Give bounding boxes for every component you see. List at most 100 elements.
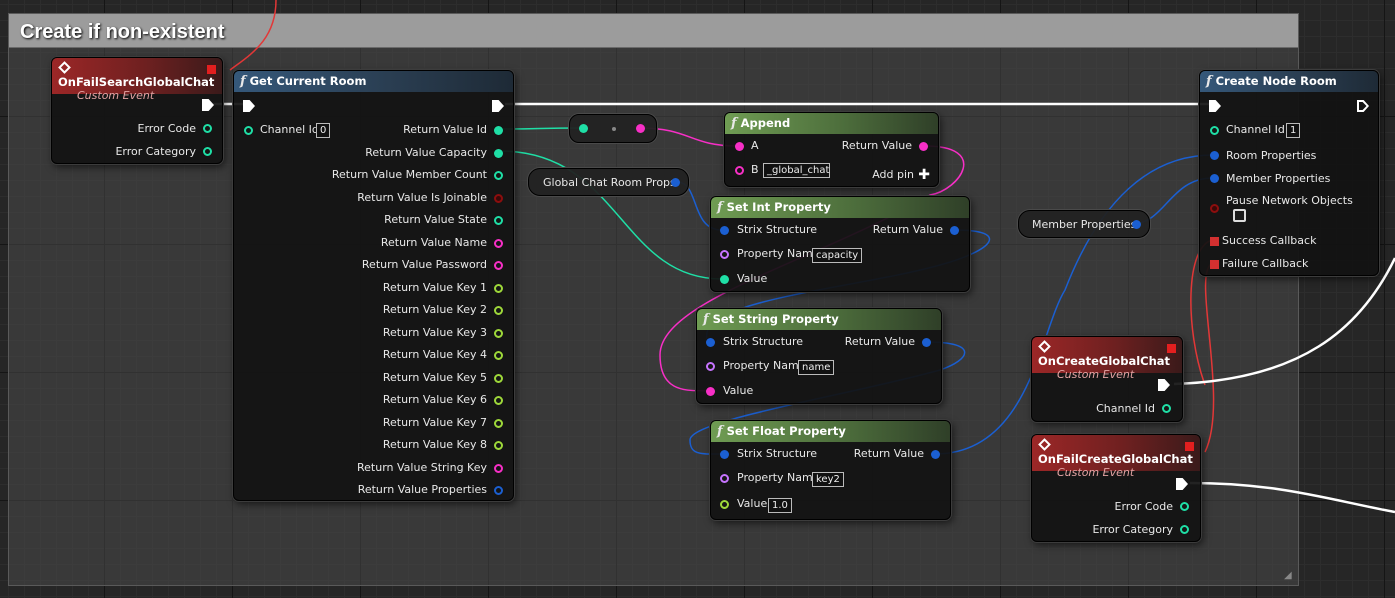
pause-network-objects-checkbox[interactable]: [1233, 209, 1246, 222]
float-value-input[interactable]: 1.0: [768, 498, 792, 513]
exec-output-pin-icon[interactable]: [1357, 100, 1369, 112]
name-pin-icon[interactable]: [720, 474, 729, 483]
add-pin-label[interactable]: Add pin: [872, 168, 914, 181]
bool-pin-icon[interactable]: [494, 193, 503, 203]
node-header: OnCreateGlobalChat Custom Event: [1032, 337, 1182, 381]
struct-pin-icon[interactable]: [1210, 174, 1219, 183]
float-pin-icon[interactable]: [494, 306, 503, 315]
property-name-input[interactable]: name: [798, 360, 835, 375]
string-pin-icon[interactable]: [735, 142, 744, 151]
struct-pin-icon[interactable]: [1132, 220, 1141, 229]
float-pin-icon[interactable]: [494, 373, 503, 383]
wire-capacity-to-setint: [499, 150, 723, 280]
struct-pin-icon[interactable]: [720, 226, 729, 235]
pin-label: Value: [737, 272, 768, 285]
integer-pin-icon[interactable]: [244, 126, 253, 135]
struct-pin-icon[interactable]: [1210, 151, 1219, 160]
pin-label: Member Properties: [1226, 172, 1331, 185]
struct-pin-icon[interactable]: [931, 450, 940, 459]
exec-output-pin-icon[interactable]: [1176, 478, 1188, 490]
property-name-input[interactable]: key2: [812, 472, 844, 487]
struct-pin-icon[interactable]: [494, 486, 503, 495]
struct-pin-icon[interactable]: [922, 338, 931, 347]
add-pin-icon[interactable]: ✚: [918, 167, 930, 183]
integer-pin-icon[interactable]: [494, 126, 503, 135]
integer-pin-icon[interactable]: [1180, 525, 1189, 534]
delegate-pin-icon[interactable]: [1210, 260, 1219, 269]
string-pin-icon[interactable]: [494, 238, 503, 248]
pin-label: Error Category: [115, 145, 196, 158]
integer-pin-icon[interactable]: [1180, 502, 1189, 511]
string-pin-icon[interactable]: [735, 166, 744, 175]
integer-pin-icon[interactable]: [203, 147, 212, 156]
integer-pin-icon[interactable]: [494, 171, 503, 180]
struct-pin-icon[interactable]: [720, 450, 729, 459]
exec-output-pin-icon[interactable]: [492, 100, 504, 112]
pin-label: Return Value State: [384, 213, 487, 226]
struct-pin-icon[interactable]: [706, 338, 715, 347]
node-on-fail-search-global-chat[interactable]: OnFailSearchGlobalChat Custom Event Erro…: [51, 57, 223, 164]
integer-pin-icon[interactable]: [720, 275, 729, 284]
pin-label: Return Value Id: [403, 123, 487, 136]
float-pin-icon[interactable]: [494, 328, 503, 338]
integer-pin-icon[interactable]: [203, 124, 212, 133]
exec-output-pin-icon[interactable]: [1158, 379, 1170, 391]
property-name-input[interactable]: capacity: [812, 248, 863, 263]
resize-handle-icon[interactable]: ◢: [1284, 570, 1292, 581]
pin-label: Strix Structure: [723, 335, 804, 348]
float-pin-icon[interactable]: [494, 351, 503, 360]
integer-pin-icon[interactable]: [494, 216, 503, 225]
exec-input-pin-icon[interactable]: [1209, 100, 1221, 112]
integer-pin-icon[interactable]: [1162, 404, 1171, 413]
float-pin-icon[interactable]: [494, 283, 503, 293]
pin-label: Error Code: [1114, 500, 1173, 513]
comment-title[interactable]: Create if non-existent: [9, 14, 1298, 48]
struct-pin-icon[interactable]: [671, 178, 680, 187]
channel-id-input[interactable]: 0: [316, 123, 331, 138]
float-pin-icon[interactable]: [494, 396, 503, 405]
float-pin-icon[interactable]: [494, 418, 503, 428]
string-pin-icon[interactable]: [919, 142, 928, 151]
node-subtitle: Custom Event: [1057, 466, 1135, 479]
delegate-pin-icon[interactable]: [1167, 344, 1176, 353]
integer-pin-icon[interactable]: [494, 148, 503, 158]
var-global-chat-room-props[interactable]: Global Chat Room Props: [528, 168, 689, 196]
delegate-pin-icon[interactable]: [1210, 237, 1219, 246]
function-icon: f: [731, 116, 737, 131]
event-diamond-icon: [1038, 438, 1051, 451]
reroute-node[interactable]: [569, 114, 657, 143]
pin-label: Strix Structure: [737, 223, 818, 236]
integer-pin-icon[interactable]: [1210, 126, 1219, 135]
comment-box[interactable]: Create if non-existent ◢: [8, 13, 1299, 586]
node-on-create-global-chat[interactable]: OnCreateGlobalChat Custom Event Channel …: [1031, 336, 1183, 422]
integer-pin-icon[interactable]: [579, 124, 588, 133]
node-on-fail-create-global-chat[interactable]: OnFailCreateGlobalChat Custom Event Erro…: [1031, 434, 1201, 542]
float-pin-icon[interactable]: [720, 500, 729, 509]
var-member-properties[interactable]: Member Properties: [1018, 210, 1150, 238]
struct-pin-icon[interactable]: [950, 226, 959, 235]
node-title: OnFailCreateGlobalChat: [1038, 452, 1193, 466]
exec-output-pin-icon[interactable]: [202, 99, 214, 111]
string-pin-icon[interactable]: [494, 463, 503, 473]
exec-input-pin-icon[interactable]: [243, 100, 255, 112]
delegate-pin-icon[interactable]: [207, 65, 216, 74]
name-pin-icon[interactable]: [706, 362, 715, 371]
bool-pin-icon[interactable]: [1210, 204, 1219, 213]
name-pin-icon[interactable]: [720, 250, 729, 259]
string-pin-icon[interactable]: [494, 261, 503, 270]
pin-label: Channel Id: [1226, 123, 1285, 136]
delegate-pin-icon[interactable]: [1185, 442, 1194, 451]
string-pin-icon[interactable]: [706, 387, 715, 396]
append-b-input[interactable]: _global_chat: [763, 163, 830, 178]
float-pin-icon[interactable]: [494, 441, 503, 450]
string-pin-icon[interactable]: [636, 124, 645, 133]
channel-id-input[interactable]: 1: [1286, 123, 1301, 138]
